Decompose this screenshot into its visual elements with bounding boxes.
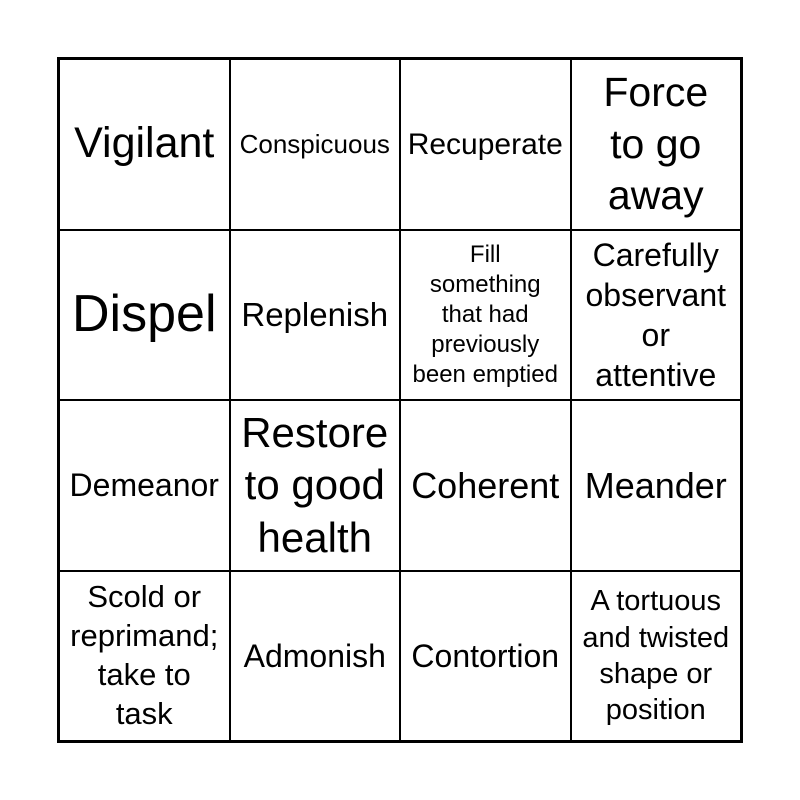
bingo-cell-text: Contortion (411, 637, 560, 674)
bingo-cell-r3c2[interactable]: Restore to good health (229, 400, 400, 571)
bingo-cell-r2c4[interactable]: Carefully observant or attentive (570, 229, 741, 400)
bingo-cell-text: Force to go away (603, 69, 709, 218)
bingo-cell-r1c4[interactable]: Force to go away (570, 59, 741, 230)
bingo-cell-text: Demeanor (69, 467, 219, 504)
bingo-cell-r4c2[interactable]: Admonish (229, 570, 400, 741)
bingo-cell-r1c3[interactable]: Recuperate (400, 59, 571, 230)
bingo-cell-r3c1[interactable]: Demeanor (59, 400, 230, 571)
bingo-cell-r2c3[interactable]: Fill something that had previously been … (400, 229, 571, 400)
bingo-cell-text: Carefully observant or attentive (585, 236, 727, 393)
bingo-cell-text: Vigilant (74, 119, 215, 168)
bingo-cell-text: Restore to good health (241, 408, 389, 561)
bingo-card: Vigilant Conspicuous Recuperate Force to… (57, 57, 743, 743)
bingo-cell-text: Admonish (243, 637, 386, 674)
bingo-cell-text: Conspicuous (239, 129, 390, 159)
bingo-cell-r1c1[interactable]: Vigilant (59, 59, 230, 230)
bingo-cell-text: Replenish (241, 296, 389, 334)
bingo-cell-text: A tortuous and twisted shape or position (582, 585, 730, 726)
bingo-cell-r4c4[interactable]: A tortuous and twisted shape or position (570, 570, 741, 741)
bingo-cell-r3c4[interactable]: Meander (570, 400, 741, 571)
bingo-cell-text: Meander (584, 464, 727, 506)
bingo-cell-r3c3[interactable]: Coherent (400, 400, 571, 571)
bingo-cell-text: Dispel (72, 285, 217, 344)
bingo-cell-r2c2[interactable]: Replenish (229, 229, 400, 400)
bingo-cell-text: Recuperate (407, 127, 563, 161)
bingo-cell-text: Scold or reprimand; take to task (70, 579, 219, 731)
bingo-cell-text: Fill something that had previously been … (412, 240, 558, 388)
bingo-cell-r2c1[interactable]: Dispel (59, 229, 230, 400)
bingo-cell-r4c1[interactable]: Scold or reprimand; take to task (59, 570, 230, 741)
bingo-cell-r1c2[interactable]: Conspicuous (229, 59, 400, 230)
bingo-cell-text: Coherent (411, 464, 560, 506)
bingo-cell-r4c3[interactable]: Contortion (400, 570, 571, 741)
